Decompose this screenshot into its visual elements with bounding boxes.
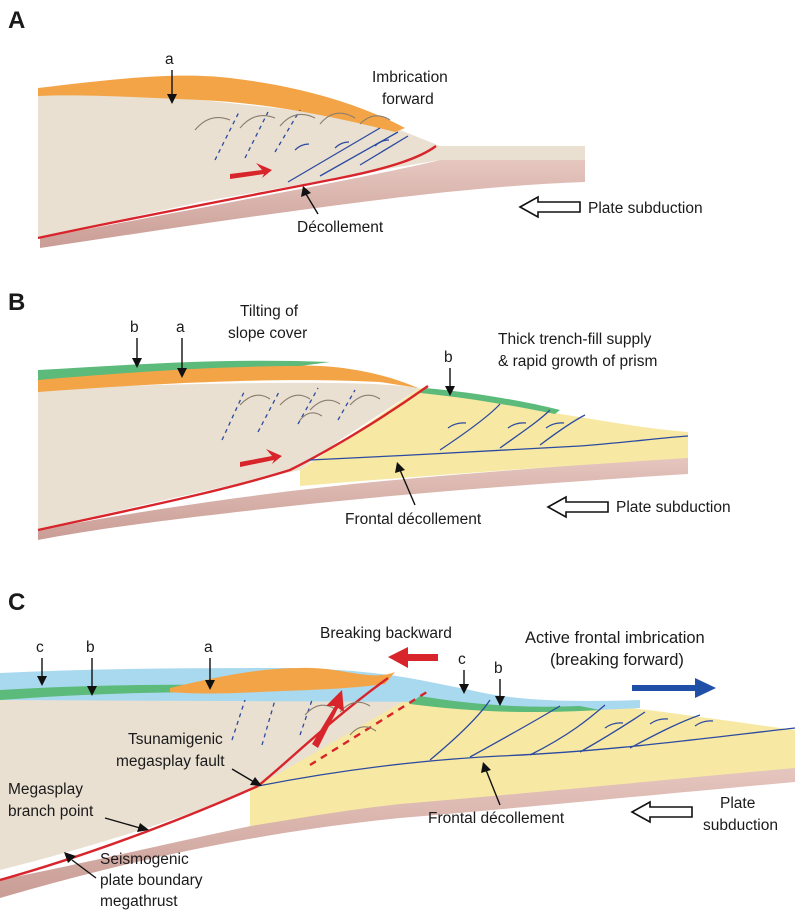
label-c2-c: c (458, 651, 466, 668)
label-frontal-decollement-c: Frontal décollement (428, 810, 565, 827)
label-plate-subduction-c: Plate subduction (703, 795, 778, 834)
wedge-motion-arrow-a (230, 163, 272, 179)
thrust-faults-c (231, 699, 714, 761)
folds-b (239, 394, 381, 421)
label-b2-c: b (494, 660, 503, 677)
frontal-decollement-b (309, 435, 689, 461)
megasplay-motion-arrow-c (312, 690, 344, 748)
folds-a (194, 112, 391, 131)
accretionary-wedge-b (38, 382, 420, 530)
slope-cover-b-b (38, 360, 330, 380)
thrust-faults-b (221, 387, 586, 451)
panel-c-label: C (8, 589, 25, 616)
label-tsunamigenic-c: Tsunamigenic megasplay fault (116, 731, 227, 770)
plate-subduction-arrow-b (546, 495, 609, 519)
panel-a-label: A (8, 7, 25, 34)
thrust-faults-a (214, 109, 409, 183)
slope-cover-a-c (170, 667, 395, 694)
accretionary-wedge-a (38, 88, 585, 238)
panel-a: A a (8, 7, 703, 248)
wedge-motion-arrow-b (240, 449, 282, 467)
label-frontal-decollement-b: Frontal décollement (345, 511, 482, 528)
breaking-forward-arrow-c (632, 678, 716, 698)
label-active-imbrication-c: Active frontal imbrication (breaking for… (525, 629, 709, 669)
plate-subduction-arrow-c (630, 800, 693, 824)
label-imbrication-a: Imbrication forward (372, 69, 452, 108)
label-seismogenic-c: Seismogenic plate boundary megathrust (100, 851, 207, 910)
slope-cover-a-layer (38, 75, 405, 132)
breaking-backward-arrow-c (388, 647, 438, 668)
label-plate-subduction-a: Plate subduction (588, 200, 703, 217)
accretionary-wedge-c (0, 680, 420, 870)
megasplay-fault-c (257, 677, 389, 787)
plate-subduction-arrow-a (518, 195, 581, 219)
label-b2-b: b (444, 349, 453, 366)
decollement-fault-a (37, 145, 437, 240)
megasplay-dashed-c (309, 688, 431, 767)
oceanic-plate-b (38, 456, 688, 540)
label-megasplay-branch-c: Megasplay branch point (8, 781, 94, 820)
slope-cover-b-front-c (410, 696, 600, 712)
label-trench-fill-b: Thick trench-fill supply & rapid growth … (498, 331, 657, 370)
label-decollement-a: Décollement (297, 219, 384, 236)
label-a-c: a (204, 639, 213, 656)
label-b-b: b (130, 319, 139, 336)
trench-fill-b (300, 388, 688, 486)
backstop-fault-b (37, 385, 429, 532)
panel-b-label: B (8, 289, 25, 316)
panel-c: C (0, 589, 796, 910)
frontal-decollement-c (257, 727, 796, 787)
oceanic-plate-c (0, 764, 795, 898)
label-c-c: c (36, 639, 44, 656)
megathrust-fault-c (0, 784, 259, 882)
label-plate-subduction-b: Plate subduction (616, 499, 731, 516)
label-b-c: b (86, 639, 95, 656)
panel-b: B (8, 289, 731, 540)
label-a-a: a (165, 51, 174, 68)
label-a-b: a (176, 319, 185, 336)
label-breaking-backward-c: Breaking backward (320, 625, 452, 642)
slope-cover-b-front (420, 388, 560, 414)
label-tilting-b: Tilting of slope cover (228, 303, 307, 342)
trench-fill-c (250, 690, 795, 826)
